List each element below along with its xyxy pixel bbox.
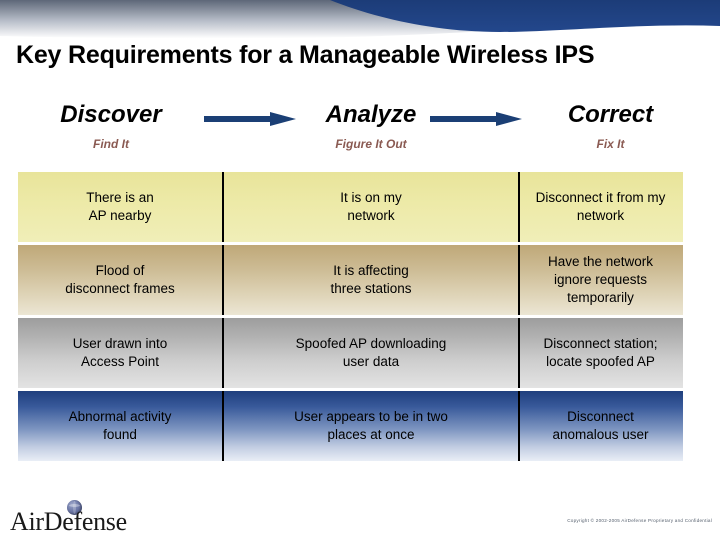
stage-correct-title: Correct — [567, 101, 654, 128]
page-title: Key Requirements for a Manageable Wirele… — [16, 41, 595, 69]
stage-correct: Correct Fix It — [520, 100, 701, 153]
stage-analyze-subtitle: Figure It Out — [335, 137, 407, 151]
stage-discover-title: Discover — [60, 101, 162, 128]
arrow-right-icon — [430, 112, 522, 126]
globe-icon — [67, 500, 82, 515]
stage-discover: Discover Find It — [18, 100, 204, 153]
airdefense-logo: AirDefense — [10, 500, 180, 536]
stage-correct-subtitle: Fix It — [596, 137, 625, 151]
stage-analyze-title: Analyze — [325, 101, 417, 128]
process-flow-header: Discover Find It Analyze Figure It Out C… — [18, 100, 683, 162]
logo-wordmark: AirDefense — [10, 507, 127, 536]
arrow-right-icon — [204, 112, 296, 126]
stage-discover-subtitle: Find It — [93, 137, 129, 151]
stage-analyze: Analyze Figure It Out — [222, 100, 520, 153]
cell-correct: Disconnect station;locate spoofed AP — [543, 336, 658, 369]
copyright-notice: Copyright © 2002-2005 AirDefense Proprie… — [567, 518, 712, 523]
header-decoration — [0, 0, 720, 42]
